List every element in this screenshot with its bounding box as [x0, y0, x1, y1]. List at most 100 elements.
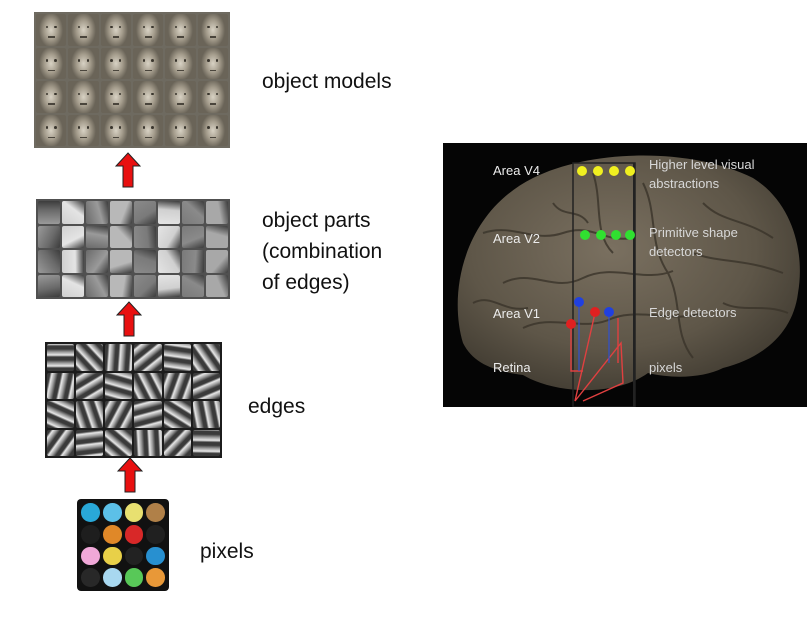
- v2-neuron-dot: [625, 230, 635, 240]
- grid-tile: [68, 47, 99, 79]
- grid-tile: [133, 14, 164, 46]
- up-arrow-2: [116, 301, 142, 337]
- grid-tile: [81, 524, 100, 544]
- grid-tile: [158, 225, 180, 248]
- grid-tile: [146, 503, 165, 522]
- object-parts-label: object parts (combination of edges): [262, 209, 383, 294]
- object-models-label: object models: [262, 70, 392, 93]
- grid-tile: [146, 546, 165, 566]
- grid-tile: [76, 401, 104, 428]
- brain-image: [457, 155, 800, 407]
- area-v1-label: Area V1: [493, 306, 540, 321]
- grid-tile: [165, 47, 196, 79]
- grid-tile: [163, 344, 191, 371]
- object-parts-grid: [36, 199, 230, 299]
- grid-tile: [47, 344, 75, 371]
- retina-description: pixels: [649, 360, 683, 375]
- grid-tile: [81, 568, 100, 587]
- grid-tile: [165, 114, 196, 146]
- grid-tile: [197, 81, 228, 113]
- grid-tile: [197, 47, 228, 79]
- retina-neuron-dot: [566, 319, 576, 329]
- grid-tile: [134, 429, 162, 456]
- grid-tile: [81, 546, 100, 566]
- grid-tile: [86, 225, 108, 248]
- grid-tile: [206, 225, 228, 248]
- grid-tile: [100, 81, 131, 113]
- up-arrow-1: [115, 152, 141, 188]
- pixels-grid: [77, 499, 169, 591]
- grid-tile: [47, 429, 75, 456]
- grid-tile: [110, 274, 132, 297]
- grid-tile: [62, 250, 84, 273]
- grid-tile: [182, 225, 204, 248]
- v2-neuron-dot: [596, 230, 606, 240]
- up-arrow-3: [117, 457, 143, 493]
- v4-description: Higher level visual abstractions: [649, 157, 755, 191]
- grid-tile: [124, 546, 144, 566]
- grid-tile: [124, 568, 144, 587]
- v4-neuron-dot: [609, 166, 619, 176]
- object-models-grid: [34, 12, 230, 148]
- grid-tile: [102, 568, 122, 587]
- grid-tile: [124, 524, 144, 544]
- grid-tile: [146, 568, 165, 587]
- grid-tile: [192, 372, 220, 399]
- grid-tile: [182, 250, 204, 273]
- grid-tile: [68, 114, 99, 146]
- grid-tile: [182, 274, 204, 297]
- grid-tile: [86, 201, 108, 224]
- grid-tile: [124, 503, 144, 522]
- grid-tile: [134, 250, 156, 273]
- grid-tile: [134, 274, 156, 297]
- edges-grid: [45, 342, 222, 458]
- grid-tile: [110, 225, 132, 248]
- grid-tile: [197, 14, 228, 46]
- grid-tile: [192, 429, 220, 456]
- grid-tile: [105, 429, 133, 456]
- grid-tile: [134, 372, 162, 399]
- edges-label: edges: [248, 395, 306, 418]
- grid-tile: [192, 401, 220, 428]
- grid-tile: [105, 401, 133, 428]
- v1-neuron-dot: [574, 297, 584, 307]
- area-v2-label: Area V2: [493, 231, 540, 246]
- grid-tile: [133, 114, 164, 146]
- grid-tile: [158, 250, 180, 273]
- v1-neuron-dot: [604, 307, 614, 317]
- grid-tile: [206, 250, 228, 273]
- grid-tile: [38, 201, 60, 224]
- v1-description: Edge detectors: [649, 305, 737, 320]
- grid-tile: [110, 201, 132, 224]
- v4-neuron-dot: [593, 166, 603, 176]
- grid-tile: [134, 201, 156, 224]
- grid-tile: [105, 372, 133, 399]
- grid-tile: [206, 274, 228, 297]
- area-v4-label: Area V4: [493, 163, 540, 178]
- retina-neuron-dot: [590, 307, 600, 317]
- grid-tile: [192, 344, 220, 371]
- grid-tile: [163, 429, 191, 456]
- grid-tile: [158, 201, 180, 224]
- grid-tile: [134, 225, 156, 248]
- grid-tile: [146, 524, 165, 544]
- grid-tile: [163, 401, 191, 428]
- v2-description: Primitive shape detectors: [649, 225, 738, 259]
- grid-tile: [76, 344, 104, 371]
- v2-neuron-dot: [611, 230, 621, 240]
- grid-tile: [76, 372, 104, 399]
- v4-neuron-dot: [577, 166, 587, 176]
- grid-tile: [102, 503, 122, 522]
- grid-tile: [102, 546, 122, 566]
- grid-tile: [165, 81, 196, 113]
- grid-tile: [68, 14, 99, 46]
- grid-tile: [47, 401, 75, 428]
- grid-tile: [110, 250, 132, 273]
- grid-tile: [36, 14, 67, 46]
- grid-tile: [100, 114, 131, 146]
- grid-tile: [76, 429, 104, 456]
- grid-tile: [62, 274, 84, 297]
- grid-tile: [36, 114, 67, 146]
- grid-tile: [38, 225, 60, 248]
- grid-tile: [133, 81, 164, 113]
